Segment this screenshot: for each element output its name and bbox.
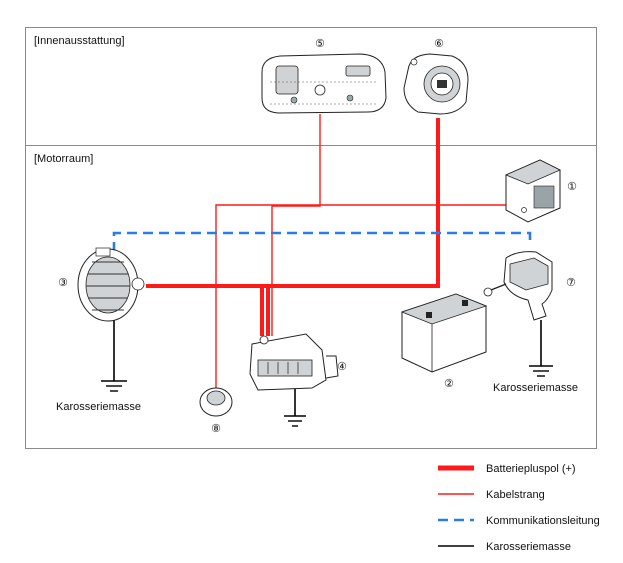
start-stop-button bbox=[403, 53, 469, 115]
ground-symbol-left bbox=[101, 380, 127, 392]
engine-bay-section-frame bbox=[25, 145, 597, 449]
component-number-8: ⑧ bbox=[211, 422, 221, 435]
sensor-8 bbox=[199, 387, 233, 417]
component-number-2: ② bbox=[444, 377, 454, 390]
harness-wires bbox=[215, 114, 512, 390]
ground-symbol-starter bbox=[284, 415, 306, 427]
legend-label-harness: Kabelstrang bbox=[486, 489, 545, 501]
engine-control-unit bbox=[504, 159, 561, 223]
engine-bay-section-label: [Motorraum] bbox=[34, 153, 93, 165]
component-number-6: ⑥ bbox=[434, 37, 444, 50]
ground-symbol-right bbox=[529, 365, 553, 377]
instrument-cluster bbox=[261, 53, 387, 114]
legend-label-communication: Kommunikationsleitung bbox=[486, 515, 600, 527]
battery-plus-wire-main bbox=[146, 118, 440, 288]
legend-label-battery-plus: Batteriepluspol (+) bbox=[486, 463, 576, 475]
battery-sensor bbox=[483, 251, 553, 321]
communication-wires bbox=[112, 231, 532, 252]
harness-wire-ecu bbox=[215, 204, 512, 390]
ground-wires bbox=[113, 320, 542, 416]
legend-label-ground: Karosseriemasse bbox=[486, 541, 571, 553]
interior-section-label: [Innenausstattung] bbox=[34, 35, 125, 47]
alternator bbox=[77, 247, 145, 322]
component-number-7: ⑦ bbox=[566, 276, 576, 289]
starter-motor bbox=[249, 333, 339, 391]
component-number-5: ⑤ bbox=[315, 37, 325, 50]
ground-label-right: Karosseriemasse bbox=[493, 382, 578, 394]
battery-plus-wires bbox=[146, 118, 440, 336]
ground-label-left: Karosseriemasse bbox=[56, 401, 141, 413]
legend: Batteriepluspol (+) Kabelstrang Kommunik… bbox=[438, 463, 600, 553]
communication-wire bbox=[112, 231, 532, 252]
component-number-4: ④ bbox=[337, 360, 347, 373]
component-number-3: ③ bbox=[58, 276, 68, 289]
harness-wire-cluster bbox=[271, 114, 321, 336]
component-number-1: ① bbox=[567, 180, 577, 193]
battery bbox=[400, 293, 488, 373]
